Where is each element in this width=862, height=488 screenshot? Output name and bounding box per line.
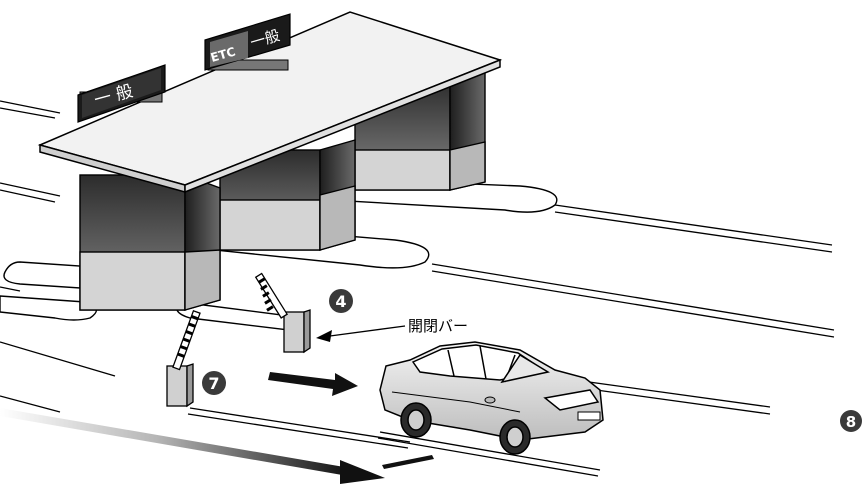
canopy-roof [37,11,503,194]
step-marker-4-label: 4 [335,292,346,311]
step-marker-7-label: 7 [208,374,219,393]
step-marker-4: 4 [329,289,353,313]
step-marker-8-label: 8 [846,413,856,431]
step-marker-7: 7 [202,371,226,395]
lane-lines [0,100,835,477]
barrier-callout-label: 開閉バー [408,317,468,335]
etc-general-sign: ETC 一般 [204,13,291,71]
barrier-gate-upper [254,272,311,354]
sedan-car [379,341,604,455]
traffic-flow-arrow [0,408,434,484]
barrier-gate-lower [166,309,201,408]
step-marker-8: 8 [840,410,862,432]
toll-booth-left [79,173,221,311]
etc-sign-text: ETC [209,44,237,64]
car-direction-arrow [268,372,358,396]
barrier-callout: 開閉バー [316,317,468,342]
